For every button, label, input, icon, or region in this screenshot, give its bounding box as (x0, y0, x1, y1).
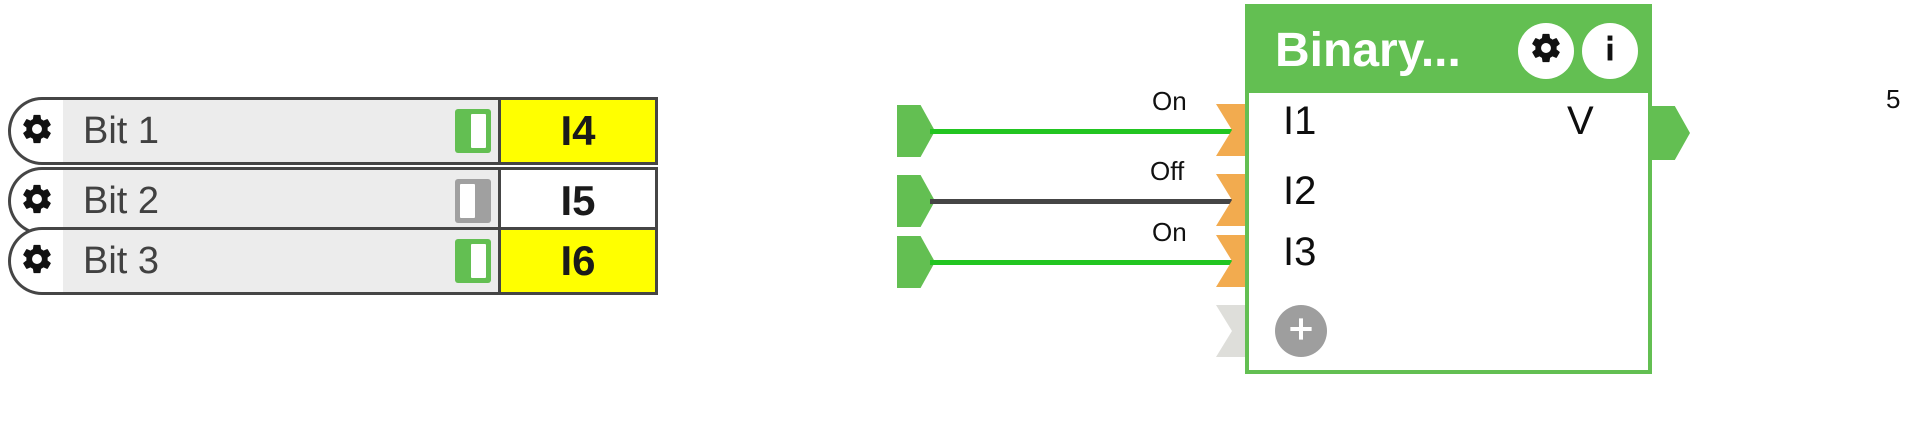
bit-node-2-settings-button[interactable] (8, 167, 63, 235)
input-port-label-i3: I3 (1283, 230, 1317, 274)
binary-node-body: I1 I2 I3 V (1249, 93, 1648, 370)
binary-node-output-connector[interactable] (1650, 106, 1690, 160)
bit-node-1-toggle[interactable] (448, 97, 498, 165)
bit-node-2[interactable]: Bit 2 I5 (8, 167, 658, 235)
wire-bit2-to-i2 (930, 199, 1260, 204)
toggle-knob (471, 244, 486, 278)
bit-node-1-label: Bit 1 (63, 97, 448, 165)
bit-node-3-toggle[interactable] (448, 227, 498, 295)
bit-node-1[interactable]: Bit 1 I4 (8, 97, 658, 165)
gear-icon (20, 112, 54, 151)
toggle-switch-off[interactable] (455, 179, 491, 223)
plus-icon (1286, 314, 1316, 349)
input-port-label-i2: I2 (1283, 169, 1317, 213)
toggle-switch-on[interactable] (455, 109, 491, 153)
binary-node-settings-button[interactable] (1518, 22, 1574, 79)
wire-label-bit1: On (1152, 86, 1187, 116)
input-port-label-i1: I1 (1283, 99, 1317, 143)
wire-label-bit3: On (1152, 217, 1187, 247)
bit-node-3[interactable]: Bit 3 I6 (8, 227, 658, 295)
gear-icon (20, 242, 54, 281)
binary-node-header[interactable]: Binary... (1249, 8, 1648, 93)
bit-node-2-output-port[interactable]: I5 (498, 167, 658, 235)
gear-icon (20, 182, 54, 221)
binary-node-title: Binary... (1275, 24, 1461, 77)
bit-node-2-toggle[interactable] (448, 167, 498, 235)
bit-node-2-label: Bit 2 (63, 167, 448, 235)
add-port-button[interactable] (1275, 305, 1327, 357)
binary-node-info-button[interactable] (1582, 22, 1638, 79)
toggle-knob (460, 184, 475, 218)
binary-node[interactable]: Binary... I1 I2 I3 V (1245, 4, 1652, 374)
toggle-knob (471, 114, 486, 148)
gear-icon (1529, 31, 1563, 70)
output-count-badge: 5 (1886, 84, 1901, 114)
bit-node-3-output-port[interactable]: I6 (498, 227, 658, 295)
info-icon (1593, 31, 1627, 70)
bit-node-1-settings-button[interactable] (8, 97, 63, 165)
bit-node-1-output-port[interactable]: I4 (498, 97, 658, 165)
wire-label-bit2: Off (1150, 156, 1185, 186)
wire-bit3-to-i3 (930, 260, 1260, 265)
bit-node-3-label: Bit 3 (63, 227, 448, 295)
bit-node-3-settings-button[interactable] (8, 227, 63, 295)
wire-bit1-to-i1 (930, 129, 1260, 134)
toggle-switch-on[interactable] (455, 239, 491, 283)
output-port-label-v: V (1567, 99, 1594, 143)
